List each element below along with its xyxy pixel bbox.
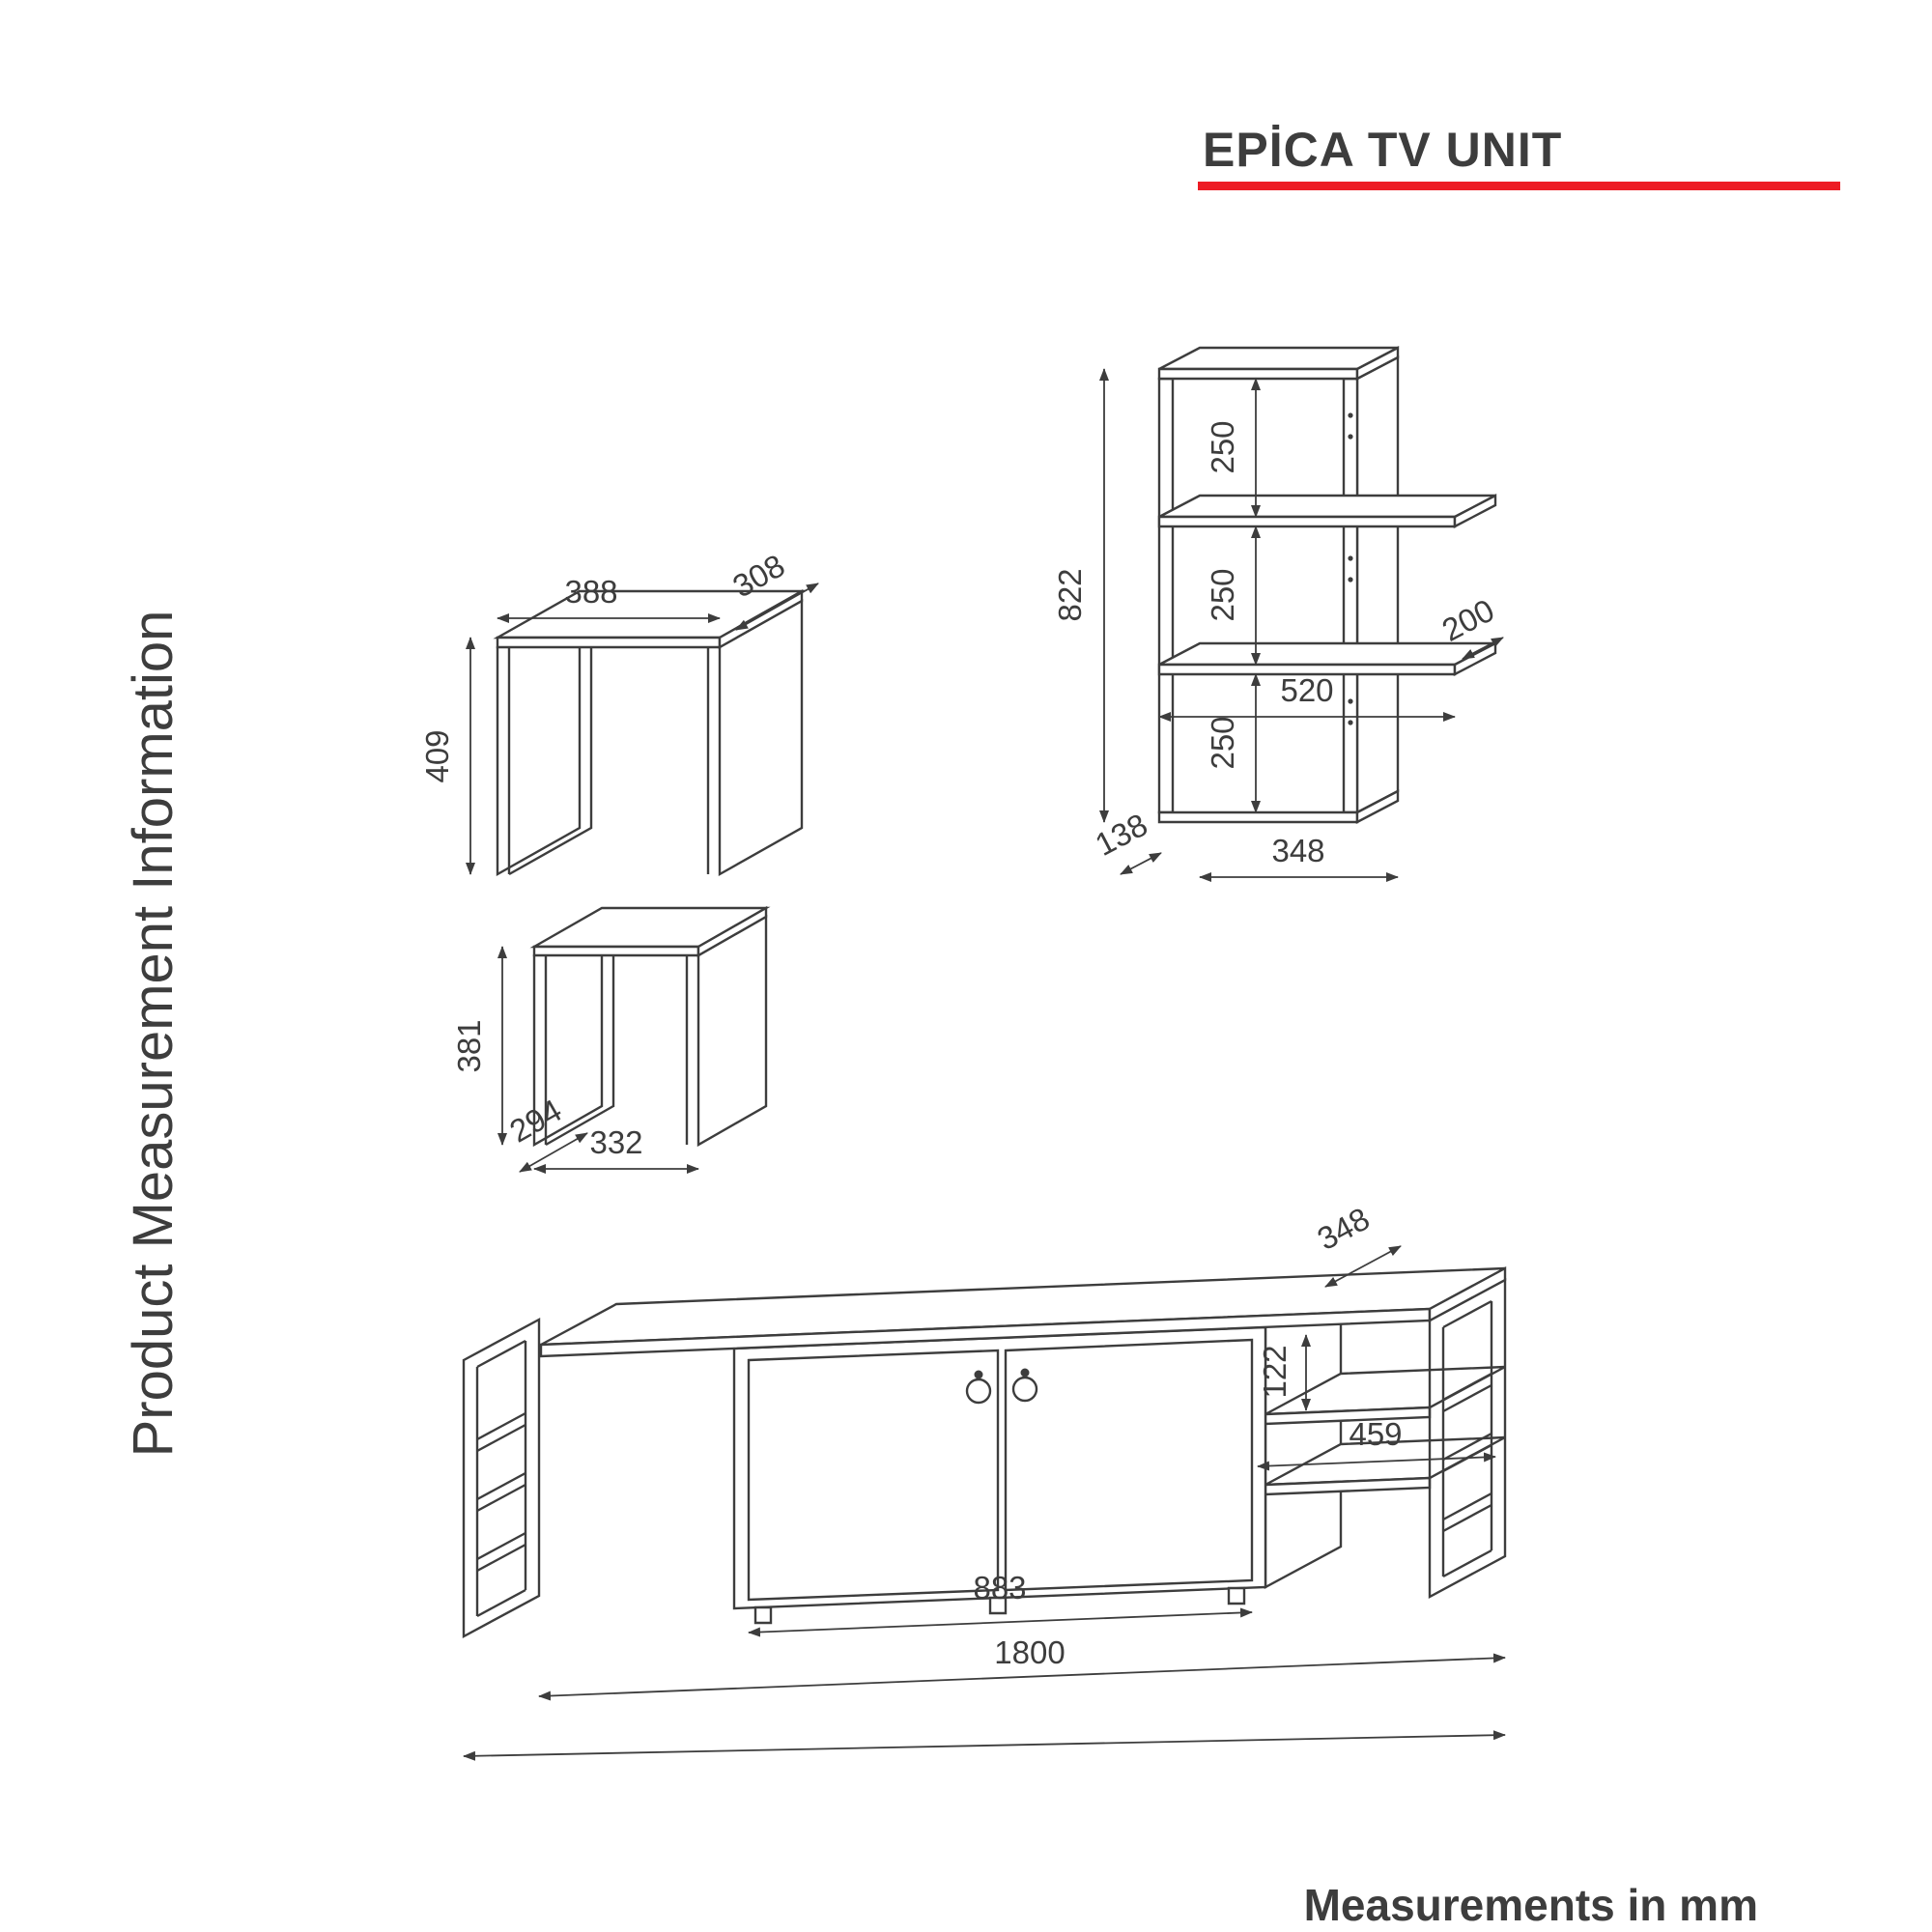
wall-shelf-gap-mid-value: 250 (1205, 568, 1240, 621)
stool-small-drawing: 381 294 332 (451, 905, 771, 1174)
dim-wall-shelf-gap-mid: 250 (1205, 526, 1261, 666)
page-title: EPİCA TV UNIT (1203, 123, 1562, 177)
stool-small-height-value: 381 (451, 1019, 487, 1072)
tv-depth-value: 348 (1312, 1201, 1376, 1258)
stool-large-width-value: 388 (564, 574, 617, 610)
header: EPİCA TV UNIT (1198, 123, 1840, 190)
wall-shelf-depth-value: 200 (1436, 592, 1500, 648)
wall-shelf-width-value: 520 (1280, 672, 1333, 708)
wall-shelf-drawing: 822 250 250 250 200 520 138 348 (1052, 346, 1504, 882)
door-handles (965, 1368, 1038, 1405)
tv-shelf-gap-value: 122 (1257, 1345, 1293, 1398)
wall-shelf-gap-bottom-value: 250 (1205, 716, 1240, 769)
dim-wall-shelf-width: 520 (1158, 672, 1456, 722)
dim-wall-shelf-gap-top: 250 (1205, 378, 1261, 518)
stool-large-outline (493, 588, 807, 877)
wall-shelf-frame-depth-value: 138 (1090, 807, 1153, 863)
dim-stool-small-width: 332 (533, 1124, 699, 1174)
dim-wall-shelf-gap-bottom: 250 (1205, 673, 1261, 813)
tv-stand-outline (462, 1265, 1507, 1639)
dim-tv-shelf-gap: 122 (1257, 1334, 1311, 1411)
wall-shelf-outline (1157, 346, 1497, 824)
tv-stand-drawing: 348 122 459 883 1800 (462, 1201, 1507, 1761)
left-metal-frame (462, 1317, 541, 1639)
side-label-block: Product Measurement Information (122, 611, 185, 1458)
tv-doors-width-value: 883 (973, 1570, 1026, 1605)
dim-tv-doors-width: 883 (748, 1570, 1253, 1637)
footer-block: Measurements in mm (1304, 1880, 1758, 1930)
dim-stool-large-width: 388 (497, 574, 721, 623)
dim-stool-large-height: 409 (419, 637, 475, 875)
wall-shelf-height-value: 822 (1052, 568, 1088, 621)
dim-stool-small-height: 381 (451, 946, 507, 1146)
dim-wall-shelf-height: 822 (1052, 368, 1109, 823)
stool-large-height-value: 409 (419, 729, 455, 782)
tv-total-width-value: 1800 (994, 1634, 1065, 1670)
dim-wall-shelf-base-width: 348 (1199, 833, 1399, 882)
stool-small-outline (529, 905, 771, 1148)
dim-tv-niche-width: 459 (1257, 1416, 1496, 1471)
wall-shelf-gap-top-value: 250 (1205, 420, 1240, 473)
footer-note: Measurements in mm (1304, 1880, 1758, 1930)
shelf-peg-holes (1348, 412, 1353, 725)
title-underline (1198, 182, 1840, 190)
dim-tv-total-width: 1800 (538, 1634, 1506, 1701)
side-label: Product Measurement Information (122, 611, 185, 1458)
dim-wall-shelf-frame-depth: 138 (1090, 807, 1162, 875)
stool-small-width-value: 332 (589, 1124, 642, 1160)
tv-niche-width-value: 459 (1349, 1416, 1402, 1452)
dim-tv-overall-span (463, 1730, 1506, 1761)
wall-shelf-base-width-value: 348 (1271, 833, 1324, 868)
stool-large-drawing: 388 308 409 (419, 547, 819, 877)
